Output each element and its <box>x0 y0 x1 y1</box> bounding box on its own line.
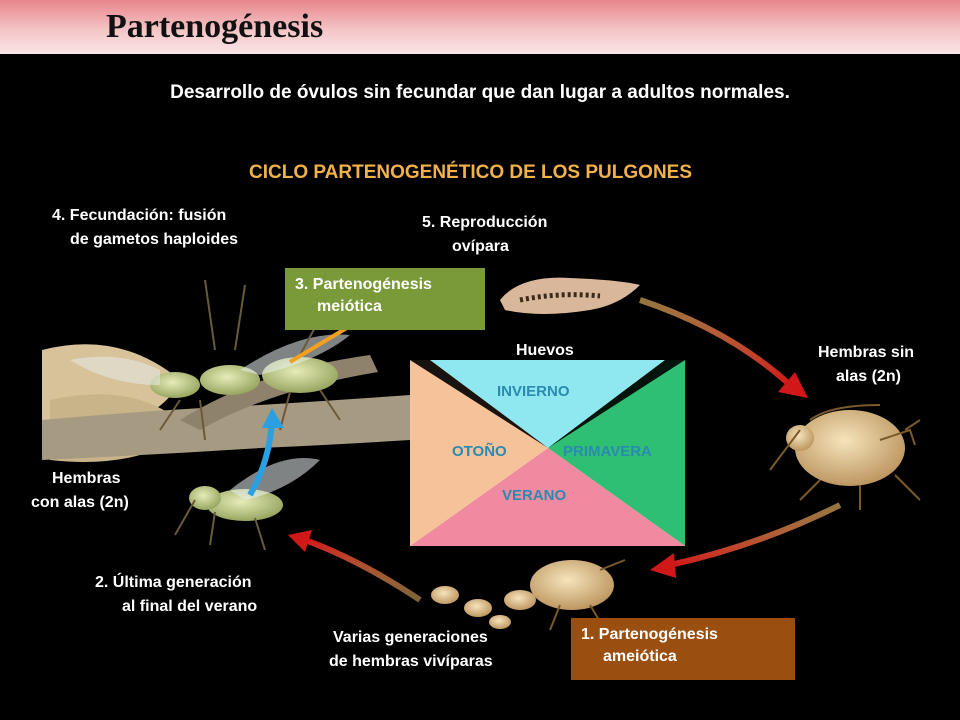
fecundacion-label-line1: 4. Fecundación: fusión <box>52 207 227 224</box>
season-invierno: INVIERNO <box>497 383 570 400</box>
meiotic-box-line2: meiótica <box>317 298 382 315</box>
arrow-wingless-to-generations <box>669 502 842 568</box>
varias-generaciones-line2: de hembras vivíparas <box>329 653 493 670</box>
ultima-generacion-line1: 2. Última generación <box>95 574 252 591</box>
hembras-con-alas-line2: con alas (2n) <box>31 494 129 511</box>
seasons-panel <box>410 360 685 546</box>
wingless-aphid-right <box>769 404 921 510</box>
hembras-sin-alas-line2: alas (2n) <box>836 368 901 385</box>
ameiotic-box-line1: 1. Partenogénesis <box>581 626 718 643</box>
fecundacion-label-line2: de gametos haploides <box>70 231 239 248</box>
cycle-title: CICLO PARTENOGENÉTICO DE LOS PULGONES <box>249 162 693 183</box>
fertilization-arrowhead <box>262 408 284 428</box>
season-primavera: PRIMAVERA <box>563 443 652 460</box>
meiotic-parthenogenesis-box: 3. Partenogénesis meiótica <box>285 268 485 330</box>
eggs-on-leaf-icon <box>500 277 640 314</box>
season-verano: VERANO <box>502 487 567 504</box>
varias-generaciones-line1: Varias generaciones <box>333 629 488 646</box>
arrow-eggs-to-wingless-head <box>778 372 808 398</box>
arrow-generations-to-winged-head <box>288 530 312 552</box>
meiotic-box-line1: 3. Partenogénesis <box>295 276 432 293</box>
huevos-label: Huevos <box>516 342 574 359</box>
ameiotic-parthenogenesis-box: 1. Partenogénesis ameiótica <box>571 618 795 680</box>
arrow-eggs-to-wingless <box>639 297 793 388</box>
page-title: Partenogénesis <box>106 8 324 45</box>
hembras-con-alas-line1: Hembras <box>52 470 121 487</box>
arrow-generations-to-winged <box>303 537 422 603</box>
reproduccion-label-line2: ovípara <box>452 238 509 255</box>
arrow-wingless-to-generations-head <box>650 553 676 578</box>
ameiotic-box-line2: ameiótica <box>603 648 677 665</box>
viviparous-aphids <box>431 559 626 631</box>
ultima-generacion-line2: al final del verano <box>122 598 258 615</box>
hembras-sin-alas-line1: Hembras sin <box>818 344 915 361</box>
reproduccion-label-line1: 5. Reproducción <box>422 214 548 231</box>
subtitle: Desarrollo de óvulos sin fecundar que da… <box>170 82 790 103</box>
season-otono: OTOÑO <box>452 443 507 460</box>
title-bar <box>0 0 960 54</box>
